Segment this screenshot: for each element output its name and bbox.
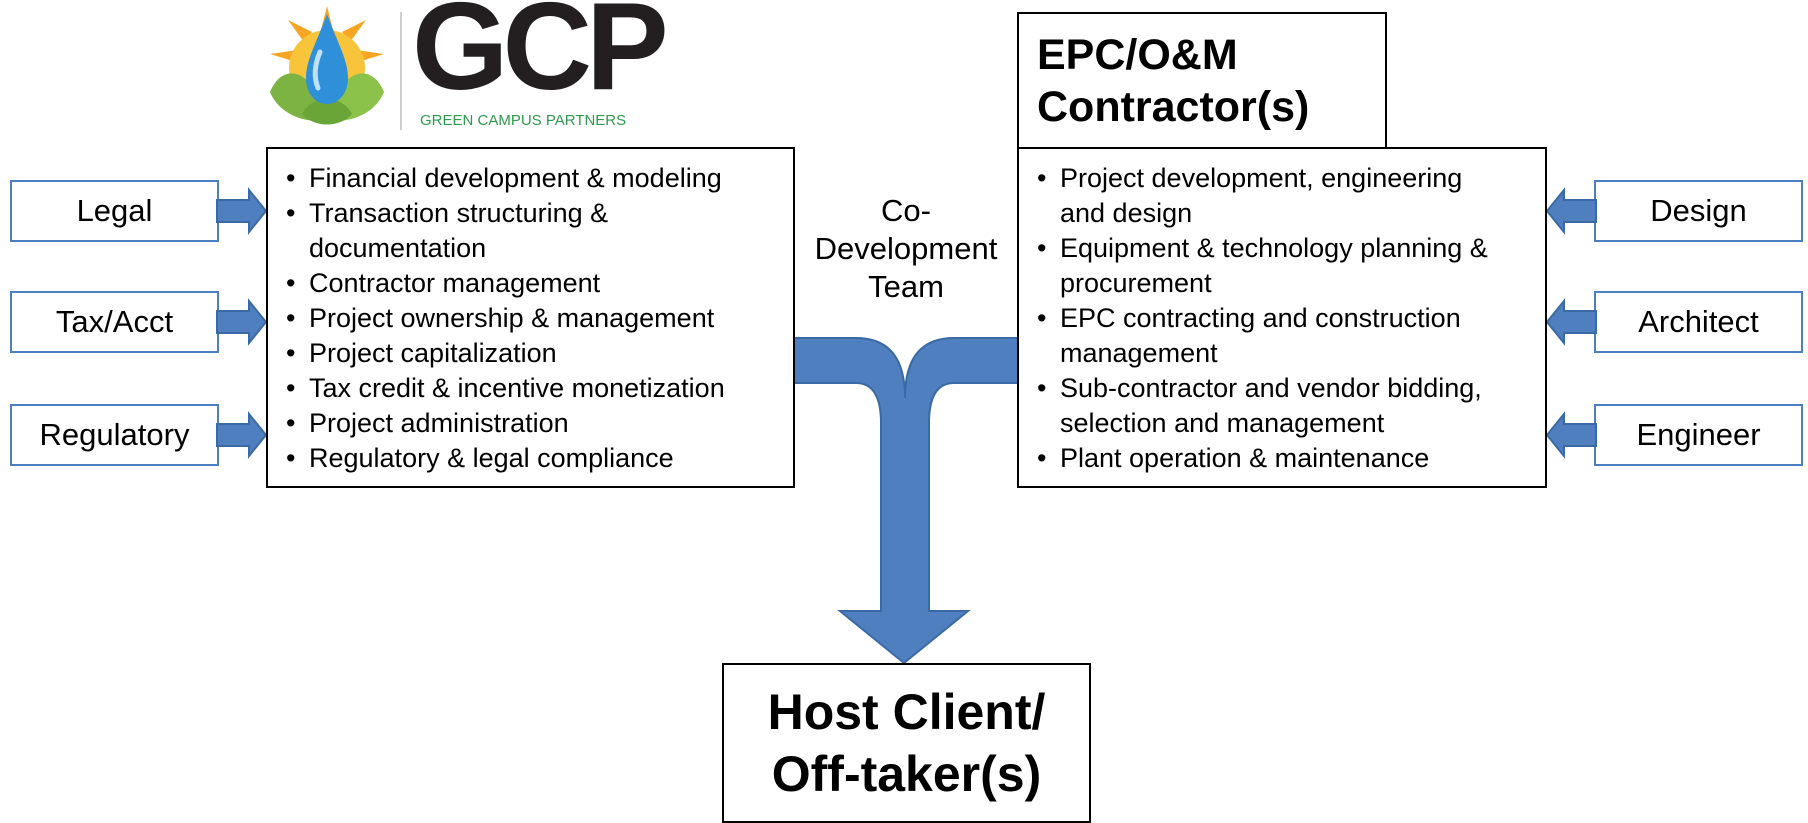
epc-title-line-2: Contractor(s)	[1037, 82, 1310, 131]
list-item: Equipment & technology planning & procur…	[1029, 231, 1540, 301]
co-dev-line-3: Team	[868, 269, 944, 304]
arrow-legal-icon	[216, 187, 268, 235]
list-item: Project development, engineering and des…	[1029, 161, 1510, 231]
host-client-box: Host Client/ Off-taker(s)	[722, 663, 1091, 823]
co-dev-line-2: Development	[814, 231, 998, 266]
epc-responsibilities-list: Project development, engineering and des…	[1029, 161, 1535, 476]
input-box-engineer: Engineer	[1594, 404, 1803, 466]
co-dev-line-1: Co-	[881, 193, 931, 228]
epc-title-line-1: EPC/O&M	[1037, 30, 1238, 79]
list-item: Tax credit & incentive monetization	[278, 371, 783, 406]
list-item: Project capitalization	[278, 336, 783, 371]
host-title-line-1: Host Client/	[767, 684, 1046, 740]
sun-leaf-drop-icon	[270, 6, 384, 125]
input-box-legal: Legal	[10, 180, 219, 242]
arrow-tax-icon	[216, 298, 268, 346]
co-development-team-label: Co- Development Team	[795, 192, 1017, 306]
list-item: Transaction structuring & documentation	[278, 196, 669, 266]
merge-arrow-icon	[792, 337, 1020, 665]
arrow-design-icon	[1545, 187, 1597, 235]
gcp-responsibilities-list: Financial development & modeling Transac…	[278, 161, 783, 476]
list-item: Project ownership & management	[278, 301, 783, 336]
input-box-architect: Architect	[1594, 291, 1803, 353]
input-box-regulatory: Regulatory	[10, 404, 219, 466]
input-box-tax-acct: Tax/Acct	[10, 291, 219, 353]
list-item: Plant operation & maintenance	[1029, 441, 1535, 476]
epc-title-box: EPC/O&M Contractor(s)	[1017, 12, 1387, 149]
gcp-logo: GCP GREEN CAMPUS PARTNERS	[262, 0, 702, 134]
arrow-regulatory-icon	[216, 411, 268, 459]
logo-divider	[400, 12, 402, 130]
arrow-architect-icon	[1545, 298, 1597, 346]
list-item: Project administration	[278, 406, 783, 441]
gcp-responsibilities-box: Financial development & modeling Transac…	[266, 147, 795, 488]
list-item: EPC contracting and construction managem…	[1029, 301, 1510, 371]
list-item: Financial development & modeling	[278, 161, 783, 196]
list-item: Regulatory & legal compliance	[278, 441, 783, 476]
host-title-line-2: Off-taker(s)	[771, 746, 1042, 802]
epc-responsibilities-box: Project development, engineering and des…	[1017, 147, 1547, 488]
logo-subtitle: GREEN CAMPUS PARTNERS	[420, 112, 627, 129]
list-item: Sub-contractor and vendor bidding, selec…	[1029, 371, 1540, 441]
list-item: Contractor management	[278, 266, 783, 301]
arrow-engineer-icon	[1545, 411, 1597, 459]
logo-wordmark: GCP	[412, 0, 669, 116]
